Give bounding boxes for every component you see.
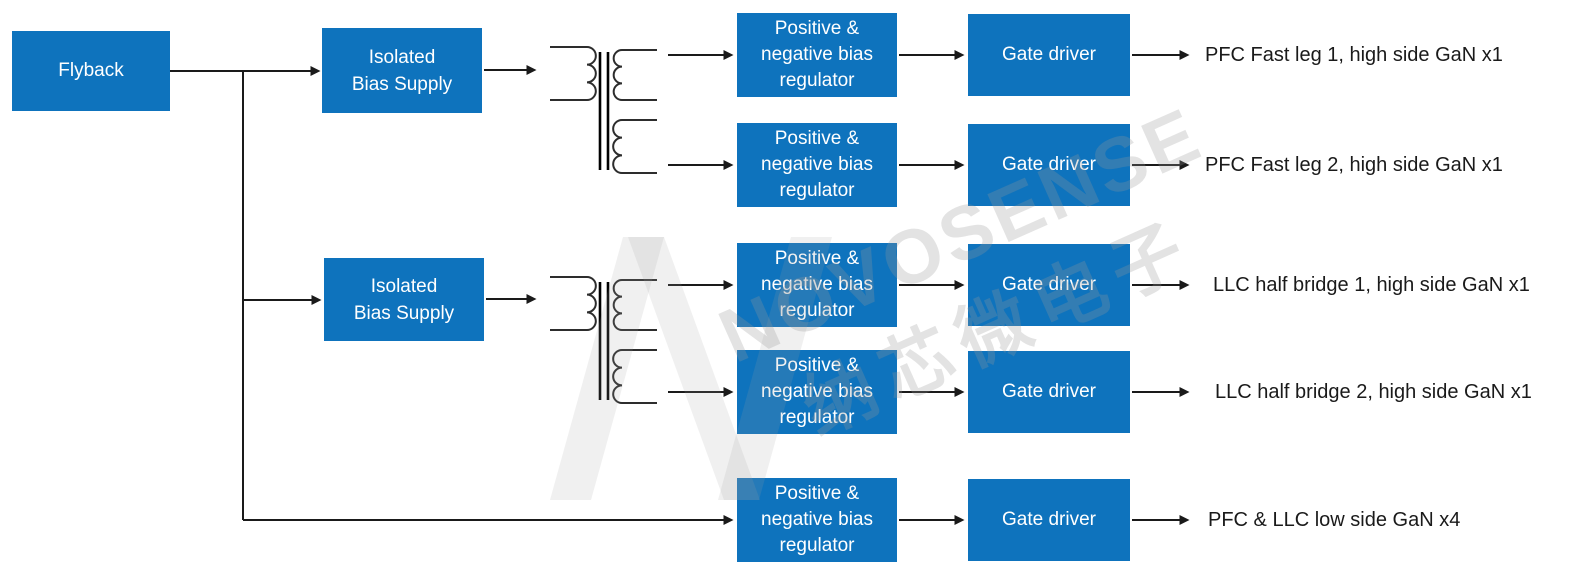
output-label-3: LLC half bridge 1, high side GaN x1: [1213, 274, 1530, 296]
block-gate-driver-2-label: Gate driver: [1002, 154, 1096, 175]
block-gate-driver-2: Gate driver: [968, 124, 1130, 206]
transformer-2-primary-winding: [550, 276, 597, 331]
output-label-5: PFC & LLC low side GaN x4: [1208, 509, 1461, 531]
block-gate-driver-1: Gate driver: [968, 14, 1130, 96]
transformer-1-secondary-winding-bottom: [612, 119, 657, 174]
block-bias-regulator-5: Positive & negative bias regulator: [737, 478, 897, 562]
block-gate-driver-3-label: Gate driver: [1002, 274, 1096, 295]
block-bias-regulator-5-label: Positive & negative bias regulator: [761, 483, 873, 556]
output-label-1: PFC Fast leg 1, high side GaN x1: [1205, 44, 1503, 66]
connector-arrows: [170, 50, 1190, 525]
block-bias-regulator-1-label: Positive & negative bias regulator: [761, 18, 873, 91]
block-gate-driver-5-label: Gate driver: [1002, 509, 1096, 530]
block-bias-regulator-3: Positive & negative bias regulator: [737, 243, 897, 327]
block-isolated-bias-supply-1: Isolated Bias Supply: [322, 28, 482, 113]
transformer-1-primary-winding: [550, 46, 597, 101]
block-bias-regulator-2-label: Positive & negative bias regulator: [761, 128, 873, 201]
block-bias-regulator-4: Positive & negative bias regulator: [737, 350, 897, 434]
transformer-2-secondary-winding-bottom: [612, 349, 657, 404]
output-label-2: PFC Fast leg 2, high side GaN x1: [1205, 154, 1503, 176]
block-isolated-bias-supply-2-label: Isolated Bias Supply: [353, 275, 455, 324]
block-bias-regulator-1: Positive & negative bias regulator: [737, 13, 897, 97]
block-gate-driver-1-label: Gate driver: [1002, 44, 1096, 65]
transformer-1-icon: [550, 46, 657, 174]
block-flyback-label: Flyback: [58, 60, 124, 81]
output-label-4: LLC half bridge 2, high side GaN x1: [1215, 381, 1532, 403]
block-flyback: Flyback: [12, 31, 170, 111]
block-bias-regulator-4-label: Positive & negative bias regulator: [761, 355, 873, 428]
block-gate-driver-3: Gate driver: [968, 244, 1130, 326]
transformer-2-icon: [550, 276, 657, 404]
block-bias-regulator-3-label: Positive & negative bias regulator: [761, 248, 873, 321]
block-bias-regulator-2: Positive & negative bias regulator: [737, 123, 897, 207]
block-isolated-bias-supply-1-label: Isolated Bias Supply: [351, 46, 453, 95]
block-isolated-bias-supply-2: Isolated Bias Supply: [324, 258, 484, 341]
block-gate-driver-4-label: Gate driver: [1002, 381, 1096, 402]
block-gate-driver-4: Gate driver: [968, 351, 1130, 433]
transformer-1-secondary-winding-top: [612, 49, 657, 101]
transformer-2-secondary-winding-top: [612, 279, 657, 331]
block-gate-driver-5: Gate driver: [968, 479, 1130, 561]
